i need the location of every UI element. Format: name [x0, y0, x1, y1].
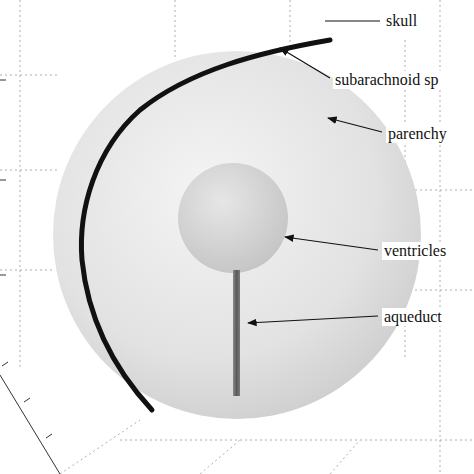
aqueduct-cylinder: [233, 270, 240, 396]
part-label: skull: [384, 12, 419, 30]
parenchyma-sphere: [53, 51, 421, 419]
leader-arrow: [280, 48, 330, 78]
subarachnoid-space-arc: [81, 40, 330, 410]
leader-arrow: [328, 118, 382, 132]
part-label: aqueduct: [382, 308, 444, 326]
part-label: ventricles: [382, 242, 448, 260]
leader-line: [325, 20, 380, 21]
leader-lines: [248, 21, 382, 323]
leader-arrow: [248, 316, 378, 323]
part-label: parenchy: [386, 125, 449, 143]
ventricles-sphere: [178, 163, 288, 273]
axis-lines: [0, 80, 60, 474]
part-label: subarachnoid sp: [333, 71, 441, 89]
leader-arrow: [285, 237, 378, 250]
